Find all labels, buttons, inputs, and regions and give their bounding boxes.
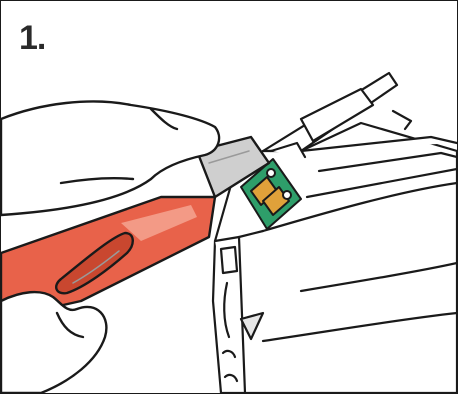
ink-cartridge-illustration <box>213 73 457 393</box>
